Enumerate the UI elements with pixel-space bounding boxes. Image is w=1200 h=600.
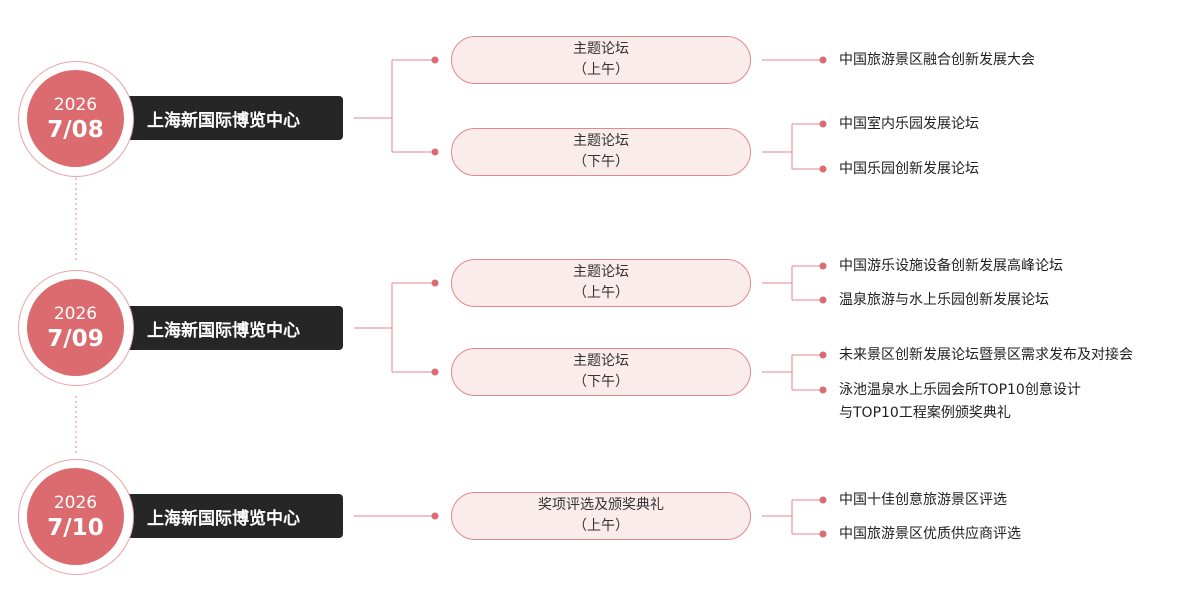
session-time: （上午） xyxy=(573,62,629,78)
topic-item: 与TOP10工程案例颁奖典礼 xyxy=(839,405,1011,421)
venue-text: 上海新国际博览中心 xyxy=(147,508,300,529)
venue-text: 上海新国际博览中心 xyxy=(147,320,300,341)
topic-item: 中国十佳创意旅游景区评选 xyxy=(839,492,1007,508)
session-title: 主题论坛 xyxy=(573,264,629,280)
topic-item: 中国旅游景区融合创新发展大会 xyxy=(839,52,1035,68)
date-disc: 2026 7/10 xyxy=(27,468,124,565)
topic-item: 中国游乐设施设备创新发展高峰论坛 xyxy=(839,258,1063,274)
date-disc: 2026 7/08 xyxy=(27,70,124,167)
date-badge: 2026 7/10 xyxy=(18,459,134,575)
venue-label: 上海新国际博览中心 xyxy=(129,306,343,350)
date-badge: 2026 7/09 xyxy=(18,270,134,386)
topic-item: 中国乐园创新发展论坛 xyxy=(839,161,979,177)
date-year: 2026 xyxy=(53,492,98,513)
session-pill: 主题论坛 （上午） xyxy=(451,36,751,84)
topic-item: 温泉旅游与水上乐园创新发展论坛 xyxy=(839,292,1049,308)
topic-item: 中国旅游景区优质供应商评选 xyxy=(839,526,1021,542)
session-title: 主题论坛 xyxy=(573,353,629,369)
date-month-day: 7/10 xyxy=(47,514,104,541)
date-month-day: 7/09 xyxy=(47,325,104,352)
date-year: 2026 xyxy=(53,94,98,115)
session-time: （上午） xyxy=(573,518,629,534)
session-pill: 奖项评选及颁奖典礼 （上午） xyxy=(451,492,751,540)
venue-text: 上海新国际博览中心 xyxy=(147,110,300,131)
venue-label: 上海新国际博览中心 xyxy=(129,494,343,538)
topic-item: 未来景区创新发展论坛暨景区需求发布及对接会 xyxy=(839,347,1133,363)
date-year: 2026 xyxy=(53,303,98,324)
session-title: 主题论坛 xyxy=(573,41,629,57)
venue-label: 上海新国际博览中心 xyxy=(129,96,343,140)
session-time: （下午） xyxy=(573,154,629,170)
topic-item: 泳池温泉水上乐园会所TOP10创意设计 xyxy=(839,382,1081,398)
session-pill: 主题论坛 （下午） xyxy=(451,128,751,176)
date-badge: 2026 7/08 xyxy=(18,61,134,177)
session-title: 奖项评选及颁奖典礼 xyxy=(538,497,664,513)
session-time: （上午） xyxy=(573,285,629,301)
session-title: 主题论坛 xyxy=(573,133,629,149)
session-time: （下午） xyxy=(573,374,629,390)
session-pill: 主题论坛 （下午） xyxy=(451,348,751,396)
session-pill: 主题论坛 （上午） xyxy=(451,259,751,307)
date-disc: 2026 7/09 xyxy=(27,279,124,376)
date-month-day: 7/08 xyxy=(47,116,104,143)
topic-item: 中国室内乐园发展论坛 xyxy=(839,116,979,132)
